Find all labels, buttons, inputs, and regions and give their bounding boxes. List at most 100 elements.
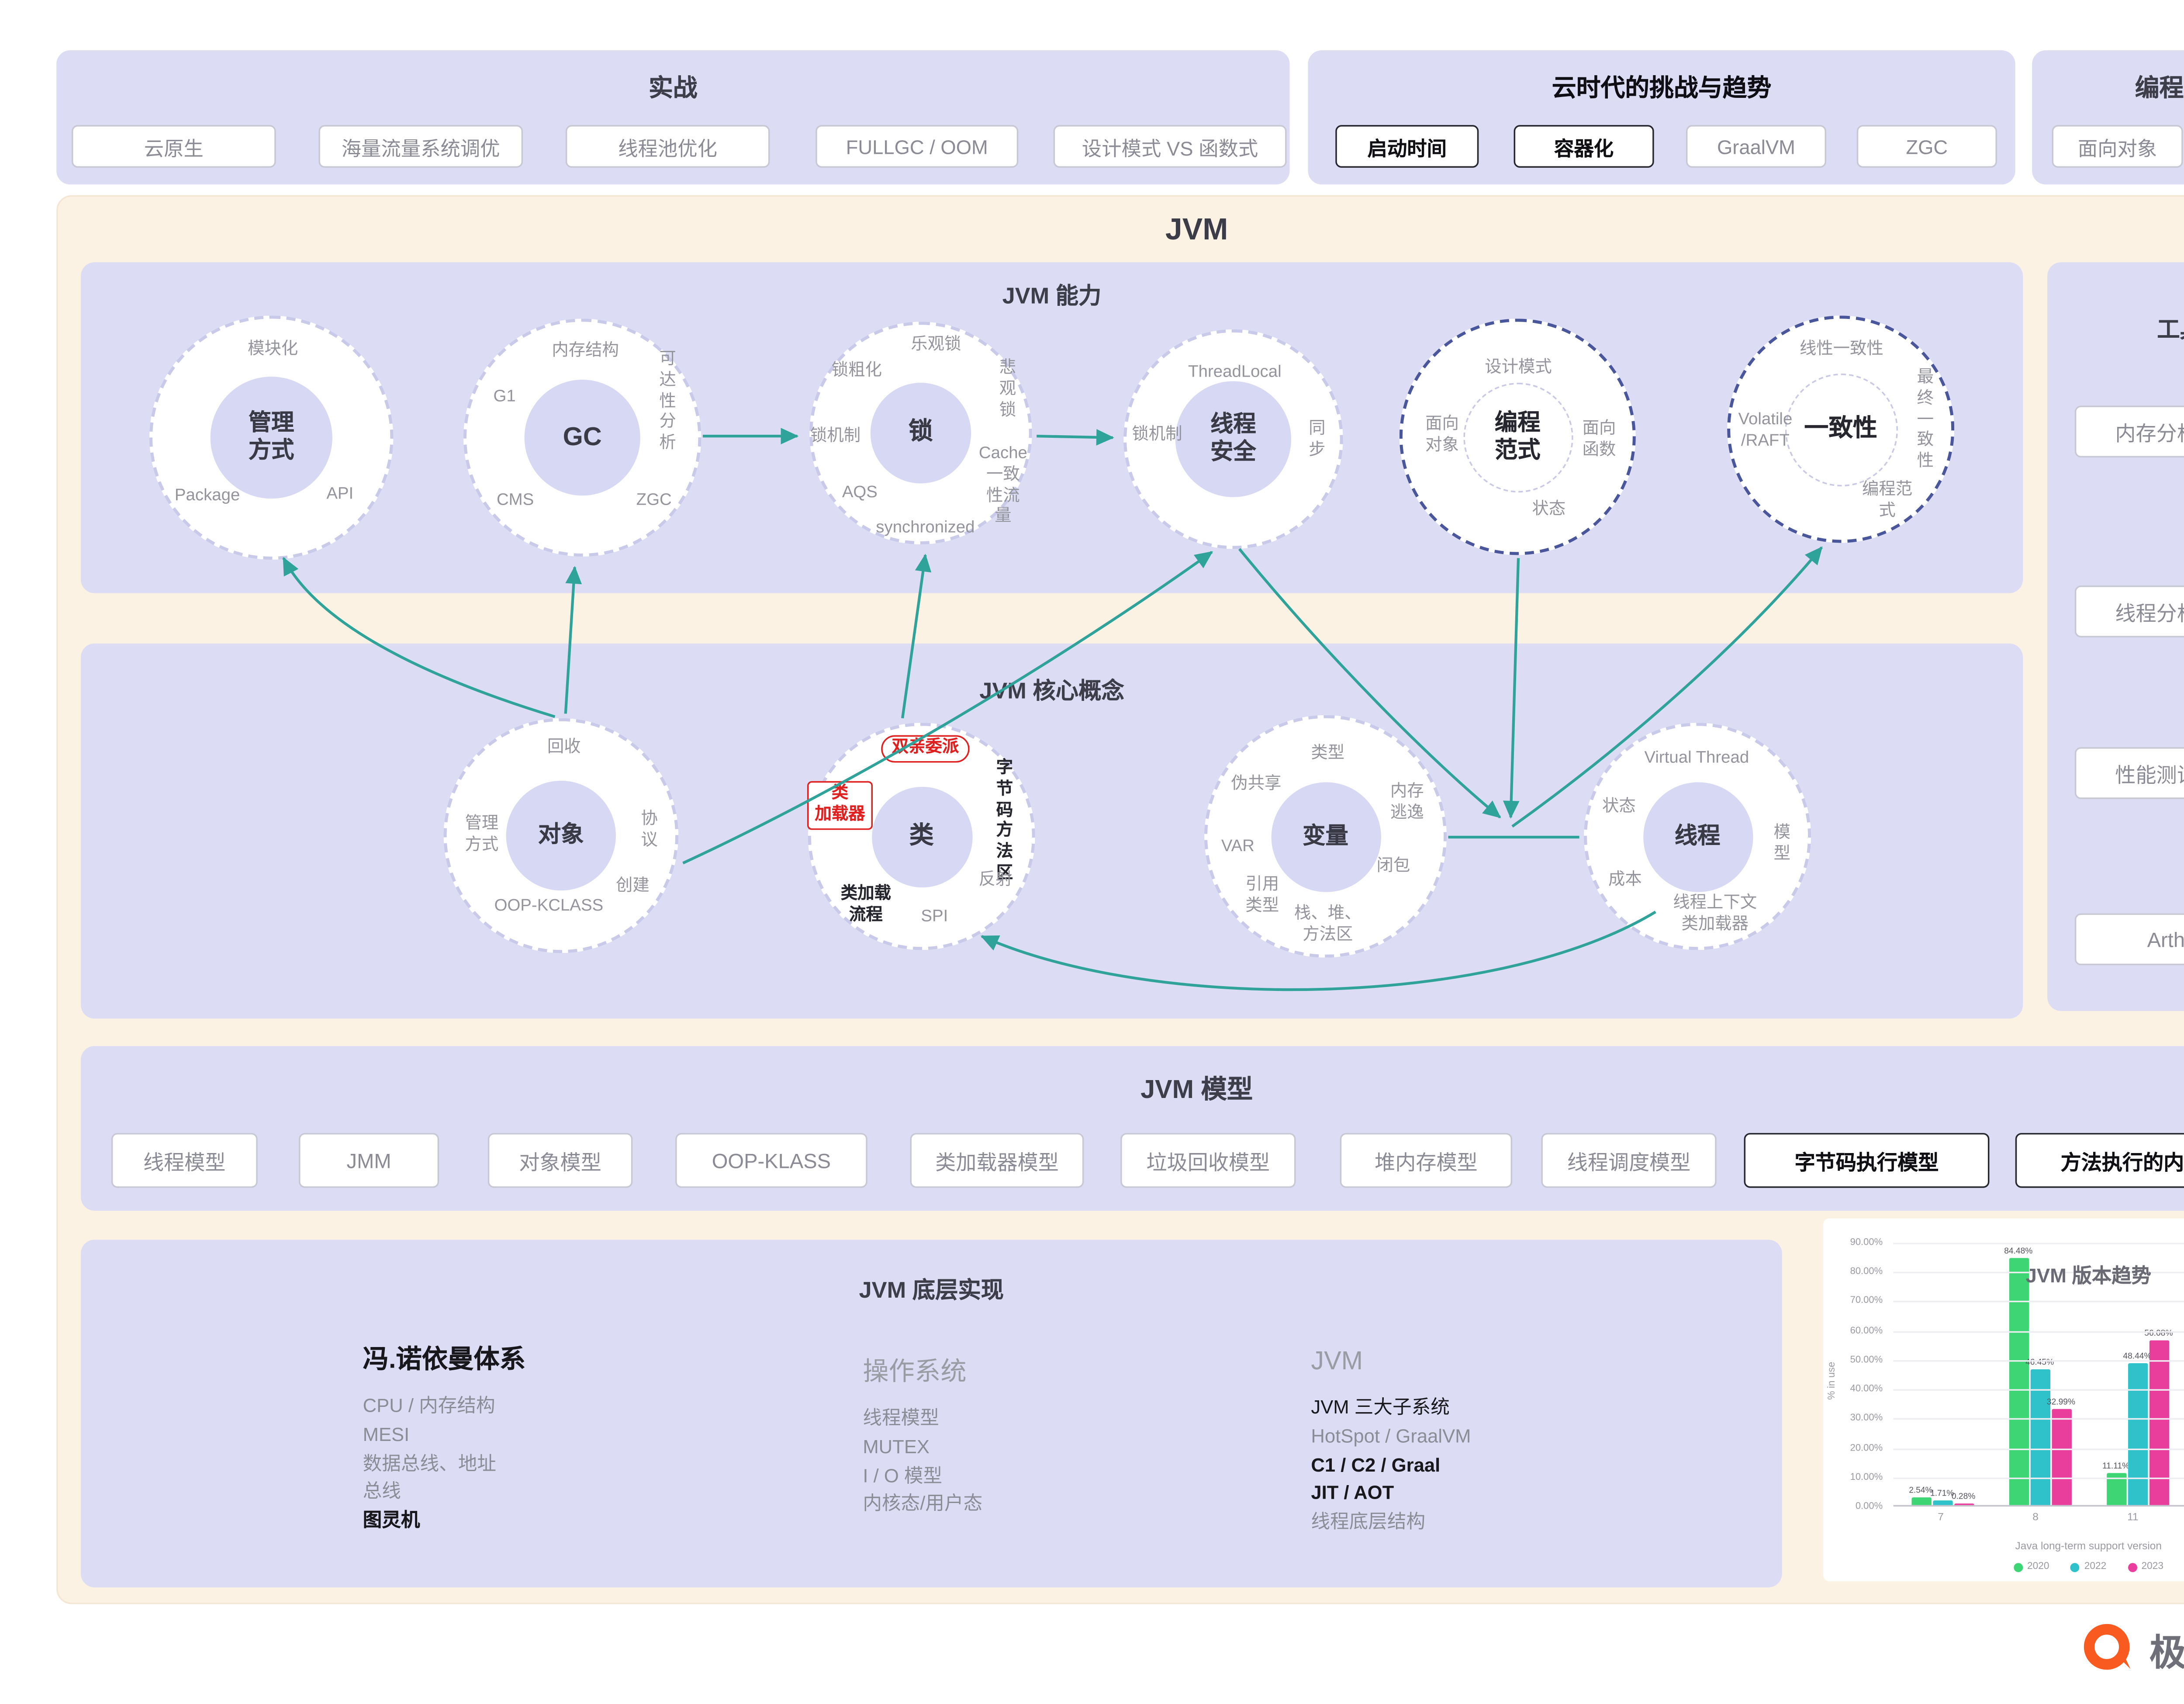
satellite: 悲观锁 — [999, 359, 1016, 419]
chip-thread-analysis-tool[interactable]: 线程分析工具 — [2074, 585, 2184, 637]
chip-design-vs-functional[interactable]: 设计模式 VS 函数式 — [1053, 125, 1287, 168]
y-tick-label: 0.00% — [1855, 1501, 1883, 1512]
satellite: G1 — [493, 387, 516, 406]
satellite: 管理 方式 — [465, 814, 499, 854]
chip-memory-analysis-tool[interactable]: 内存分析工具 — [2074, 405, 2184, 457]
impl-item: I / O 模型 — [863, 1465, 943, 1486]
bar-value-label: 84.48% — [2004, 1247, 2033, 1256]
satellite: 闭包 — [1376, 857, 1410, 876]
satellite: 线程上下文 类加载器 — [1673, 894, 1757, 933]
panel-cloud-trends: 云时代的挑战与趋势 启动时间 容器化 GraalVM ZGC — [1308, 50, 2015, 185]
impl-item: C1 / C2 / Graal — [1311, 1454, 1441, 1475]
impl-col-jvm: JVM JVM 三大子系统 HotSpot / GraalVM C1 / C2 … — [1311, 1347, 1471, 1537]
satellite: 最终 一致性 — [1917, 368, 1934, 471]
impl-item: 线程底层结构 — [1311, 1511, 1426, 1533]
chip-thread-model[interactable]: 线程模型 — [111, 1133, 258, 1188]
impl-col-title: JVM — [1311, 1346, 1363, 1375]
satellite: 反射 — [978, 871, 1013, 890]
circle-center: 变量 — [1270, 781, 1381, 891]
chip-fullgc-oom[interactable]: FULLGC / OOM — [816, 125, 1019, 168]
circle-center: 锁 — [870, 382, 971, 484]
chip-cloud-native[interactable]: 云原生 — [72, 125, 276, 168]
bar-slot: 32.99% — [2047, 1398, 2075, 1505]
chip-method-memory-model[interactable]: 方法执行的内存模型 — [2015, 1133, 2184, 1188]
satellite: 回收 — [547, 738, 581, 757]
satellite: 成本 — [1608, 871, 1642, 890]
panel-jvm-impl: JVM 底层实现 冯.诺依曼体系 CPU / 内存结构 MESI 数据总线、地址… — [80, 1240, 1782, 1588]
impl-item: 数据总线、地址 总线 — [363, 1452, 497, 1503]
chip-bytecode-execution-model[interactable]: 字节码执行模型 — [1744, 1133, 1990, 1188]
panel-practice-title: 实战 — [648, 76, 698, 102]
core-circle-variable: 变量 类型 伪共享 内存 逃逸 VAR 闭包 引用 类型 栈、堆、 方法区 — [1204, 715, 1447, 958]
bar-2022-8 — [2029, 1369, 2050, 1505]
chip-performance-test-tool[interactable]: 性能测试工具 — [2074, 747, 2184, 799]
chip-containerization[interactable]: 容器化 — [1514, 125, 1654, 168]
chip-graalvm[interactable]: GraalVM — [1686, 125, 1827, 168]
impl-col-title: 操作系统 — [863, 1357, 967, 1386]
satellite: 状态 — [1602, 797, 1636, 816]
satellite: AQS — [842, 483, 878, 502]
y-tick-label: 50.00% — [1850, 1354, 1883, 1365]
bar-value-label: 32.99% — [2046, 1397, 2076, 1407]
chip-jmm[interactable]: JMM — [299, 1133, 439, 1188]
capability-circle-gc: GC 内存结构 G1 可达性 分析 CMS ZGC — [463, 319, 702, 557]
core-circle-object: 对象 回收 管理 方式 协议 创建 OOP-KCLASS — [443, 718, 679, 953]
satellite: Cache 一致性流量 — [978, 444, 1027, 526]
brand: 极客时间 — [2078, 1619, 2184, 1677]
satellite: 设计模式 — [1485, 358, 1552, 377]
chart-jvm-version-trend: % in use 0.00%10.00%20.00%30.00%40.00%50… — [1823, 1218, 2184, 1582]
chip-arthas[interactable]: Arthas — [2074, 913, 2184, 966]
chip-oop[interactable]: 面向对象 — [2052, 125, 2183, 168]
y-tick-label: 20.00% — [1850, 1442, 1883, 1454]
satellite-parent-delegation: 双亲委派 — [881, 735, 970, 762]
capability-circle-paradigm: 编程 范式 设计模式 面向 对象 面向 函数 状态 — [1399, 319, 1636, 555]
chip-zgc[interactable]: ZGC — [1856, 125, 1997, 168]
chip-object-model[interactable]: 对象模型 — [487, 1133, 633, 1188]
chip-thread-scheduling-model[interactable]: 线程调度模型 — [1541, 1133, 1717, 1188]
y-tick-label: 10.00% — [1850, 1472, 1883, 1483]
bar-slot: 0.28% — [1952, 1493, 1975, 1505]
chip-threadpool-tuning[interactable]: 线程池优化 — [565, 125, 770, 168]
legend-dot — [2128, 1562, 2137, 1572]
impl-item: 线程模型 — [863, 1407, 939, 1429]
legend-dot — [2013, 1562, 2023, 1572]
jvm-capability-title: JVM 能力 — [1002, 284, 1102, 310]
chip-classloader-model[interactable]: 类加载器模型 — [910, 1133, 1084, 1188]
core-circle-thread: 线程 Virtual Thread 状态 模型 成本 线程上下文 类加载器 — [1584, 723, 1811, 950]
satellite: ThreadLocal — [1188, 363, 1282, 381]
impl-item: JVM 三大子系统 — [1311, 1396, 1450, 1418]
satellite: 模块化 — [248, 340, 298, 359]
bar-value-label: 48.44% — [2123, 1352, 2152, 1362]
bar-2023-11 — [2149, 1340, 2169, 1505]
satellite: 锁机制 — [810, 427, 861, 446]
y-tick-label: 70.00% — [1850, 1296, 1883, 1307]
satellite-classloader: 类 加载器 — [807, 781, 873, 829]
impl-item: CPU / 内存结构 — [363, 1395, 495, 1417]
chart-x-axis-label: Java long-term support version — [2015, 1541, 2162, 1552]
gridline — [1893, 1301, 2184, 1303]
geektime-logo-icon — [2084, 1624, 2131, 1670]
impl-item: HotSpot / GraalVM — [1311, 1425, 1471, 1447]
chip-oop-klass[interactable]: OOP-KLASS — [675, 1133, 867, 1188]
satellite: 栈、堆、 方法区 — [1294, 904, 1362, 944]
satellite: 乐观锁 — [911, 336, 961, 354]
bar-group-7: 2.54%1.71%0.28% — [1909, 1243, 1975, 1505]
satellite: 类加载 流程 — [840, 885, 891, 924]
chip-gc-model[interactable]: 垃圾回收模型 — [1120, 1133, 1296, 1188]
satellite: 引用 类型 — [1245, 876, 1279, 915]
gridline — [1893, 1330, 2184, 1333]
gridline — [1893, 1418, 2184, 1420]
chip-traffic-tuning[interactable]: 海量流量系统调优 — [318, 125, 523, 168]
chip-heap-memory-model[interactable]: 堆内存模型 — [1340, 1133, 1513, 1188]
satellite: SPI — [921, 907, 948, 926]
bar-slot: 1.71% — [1930, 1489, 1954, 1505]
satellite: ZGC — [636, 491, 672, 510]
satellite: Virtual Thread — [1644, 749, 1749, 767]
x-tick-label: 7 — [1938, 1513, 1944, 1524]
chip-startup-time[interactable]: 启动时间 — [1335, 125, 1479, 168]
satellite: 锁粗化 — [831, 361, 882, 380]
x-tick-label: 8 — [2032, 1513, 2039, 1524]
bar-2023-7 — [1953, 1503, 1973, 1505]
impl-col-os: 操作系统 线程模型 MUTEX I / O 模型 内核态/用户态 — [863, 1350, 982, 1519]
